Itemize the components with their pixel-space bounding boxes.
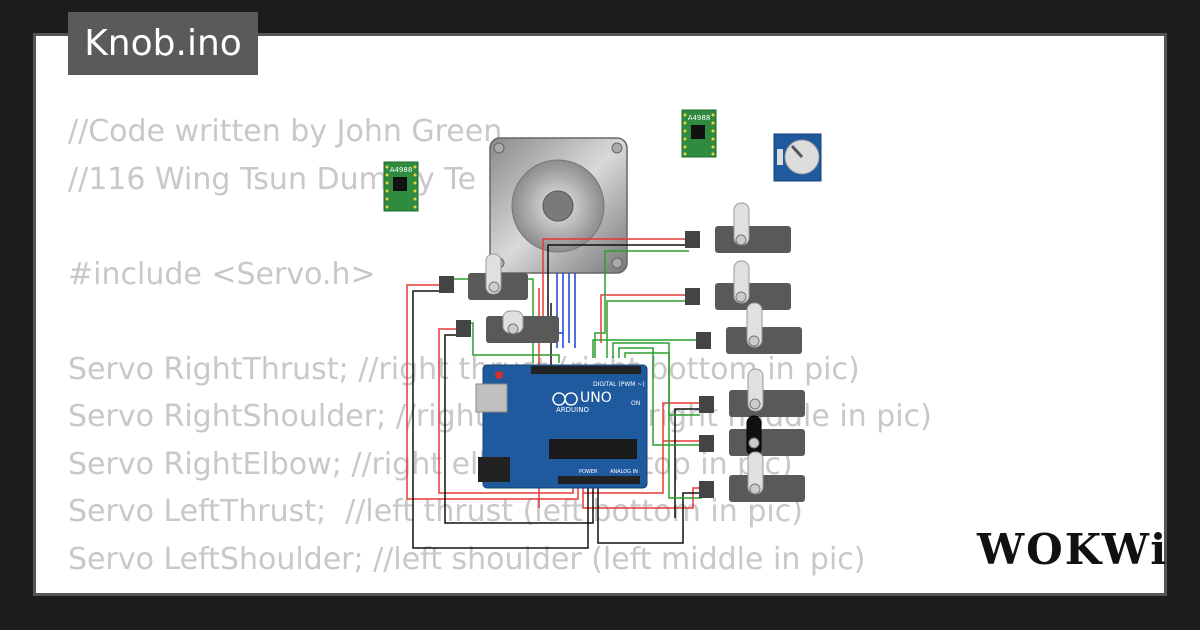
- code-preview: //Code written by John Green//116 Wing T…: [68, 108, 932, 593]
- code-line: Servo LeftElbow; //left elbow (left top …: [68, 583, 932, 593]
- preview-card: //Code written by John Green//116 Wing T…: [33, 33, 1167, 596]
- servo-right-2: [685, 260, 791, 310]
- wokwi-logo: WOKWi: [977, 525, 1169, 574]
- code-line: #include <Servo.h>: [68, 256, 376, 292]
- power-led-label: ON: [631, 400, 640, 407]
- driver-label: A4988: [688, 114, 711, 122]
- servo-right-6: [699, 451, 805, 502]
- servo-left-bottom: [456, 310, 559, 343]
- servo-right-4: [699, 368, 805, 417]
- digital-pins-label: DIGITAL (PWM ~): [593, 381, 645, 388]
- arduino-brand: ARDUINO: [556, 406, 589, 414]
- stepper-motor: [489, 137, 628, 274]
- servo-left-top: [439, 253, 528, 300]
- a4988-driver-left: A4988: [383, 161, 419, 212]
- circuit-diagram: A4988 A4988: [383, 109, 822, 549]
- power-pins-label: POWER: [579, 469, 598, 475]
- servo-right-3: [696, 302, 802, 354]
- potentiometer-knob: [773, 133, 822, 182]
- driver-label: A4988: [390, 166, 413, 174]
- project-title: Knob.ino: [68, 12, 258, 75]
- servo-right-5: [699, 415, 805, 457]
- servo-right-1: [685, 202, 791, 253]
- arduino-model: UNO: [580, 390, 612, 406]
- arduino-uno-board: DIGITAL (PWM ~) UNO ARDUINO ON POWER ANA…: [475, 364, 648, 489]
- a4988-driver-top: A4988: [681, 109, 717, 158]
- code-line: //Code written by John Green: [68, 114, 503, 149]
- analog-pins-label: ANALOG IN: [610, 469, 638, 475]
